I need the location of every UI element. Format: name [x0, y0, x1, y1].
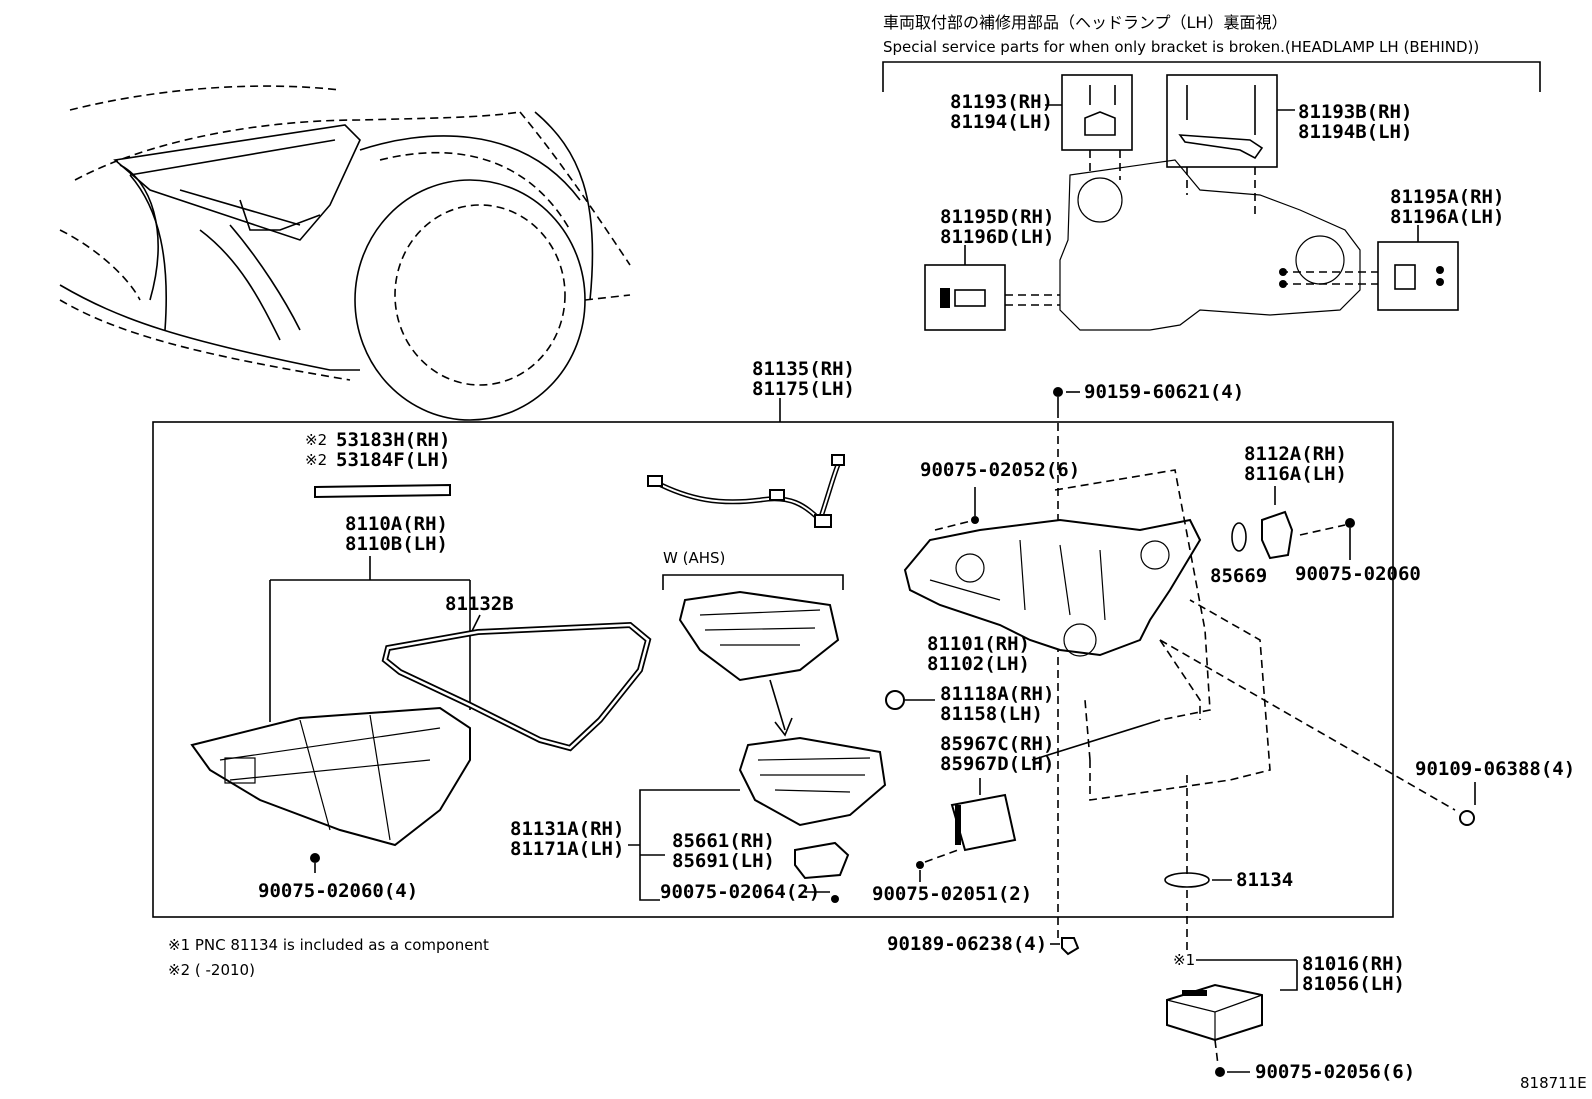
mark-2a: ※2	[305, 431, 327, 449]
section-title-jp: 車両取付部の補修用部品（ヘッドランプ（LH）裏面視）	[883, 13, 1287, 32]
label-81056: 81056(LH)	[1302, 973, 1405, 995]
label-81193b: 81193B(RH)	[1298, 101, 1412, 123]
note-2: ※2 ( -2010)	[168, 961, 255, 979]
special-parts-section: 車両取付部の補修用部品（ヘッドランプ（LH）裏面視） Special servi…	[882, 13, 1541, 331]
label-90109: 90109-06388(4)	[1415, 758, 1575, 780]
label-81195d: 81195D(RH)	[940, 206, 1054, 228]
actuator: 85661(RH) 85691(LH) 90075-02064(2)	[660, 830, 850, 903]
socket-group: 8112A(RH) 8116A(LH) 85669 90075-02060	[1210, 443, 1421, 587]
gasket: 81132B	[381, 593, 652, 752]
nut-90189: 90189-06238(4)	[887, 933, 1080, 956]
label-85967d: 85967D(LH)	[940, 753, 1054, 775]
label-85661: 85661(RH)	[672, 830, 775, 852]
seal-ring: 81134	[1164, 775, 1293, 955]
label-81016: 81016(RH)	[1302, 953, 1405, 975]
trim-strip: ※2 53183H(RH) ※2 53184F(LH)	[305, 429, 451, 499]
note-1: ※1 PNC 81134 is included as a component	[168, 936, 489, 954]
label-85967c: 85967C(RH)	[940, 733, 1054, 755]
figure-id: 818711E	[1520, 1074, 1587, 1092]
label-81102: 81102(LH)	[927, 653, 1030, 675]
wire-harness	[647, 454, 845, 528]
label-81194b: 81194B(LH)	[1298, 121, 1412, 143]
label-85669: 85669	[1210, 565, 1267, 587]
label-81134: 81134	[1236, 869, 1293, 891]
label-81175: 81175(LH)	[752, 378, 855, 400]
label-53184: 53184F(LH)	[336, 449, 450, 471]
label-w-ahs: W (AHS)	[663, 549, 725, 567]
label-85691: 85691(LH)	[672, 850, 775, 872]
label-81193: 81193(RH)	[950, 91, 1053, 113]
label-81132b: 81132B	[445, 593, 514, 615]
label-53183: 53183H(RH)	[336, 429, 450, 451]
label-81101: 81101(RH)	[927, 633, 1030, 655]
label-81196a: 81196A(LH)	[1390, 206, 1504, 228]
label-90075-02060: 90075-02060	[1295, 563, 1421, 585]
vehicle-illustration	[59, 85, 631, 421]
ballast: ※1 81016(RH) 81056(LH) 90075-02056(6)	[1166, 951, 1415, 1083]
label-81131a: 81131A(RH)	[510, 818, 624, 840]
label-90075-02056: 90075-02056(6)	[1255, 1061, 1415, 1083]
assembly-box	[152, 421, 1394, 918]
label-81135: 81135(RH)	[752, 358, 855, 380]
section-title-en: Special service parts for when only brac…	[883, 38, 1479, 56]
label-90189: 90189-06238(4)	[887, 933, 1047, 955]
bolt-90109: 90109-06388(4)	[1415, 758, 1575, 826]
label-81194: 81194(LH)	[950, 111, 1053, 133]
label-90075-02052: 90075-02052(6)	[920, 459, 1080, 481]
label-8112a: 8112A(RH)	[1244, 443, 1347, 465]
bolt-90159: 90159-60621(4)	[1053, 381, 1244, 940]
label-8116a: 8116A(LH)	[1244, 463, 1347, 485]
label-81196d: 81196D(LH)	[940, 226, 1054, 248]
lens-cover: 8110A(RH) 8110B(LH) 90075-02060(4)	[190, 513, 471, 902]
label-81158: 81158(LH)	[940, 703, 1043, 725]
headlamp-housing: 90075-02052(6) 81101(RH) 81102(LH)	[903, 459, 1456, 811]
label-90159: 90159-60621(4)	[1084, 381, 1244, 403]
cap-and-ecu: 81118A(RH) 81158(LH) 85967C(RH) 85967D(L…	[872, 683, 1161, 905]
label-8110b: 8110B(LH)	[345, 533, 448, 555]
mark-1: ※1	[1173, 951, 1195, 969]
label-8110a: 8110A(RH)	[345, 513, 448, 535]
label-81171a: 81171A(LH)	[510, 838, 624, 860]
label-81195a: 81195A(RH)	[1390, 186, 1504, 208]
label-90075-02051: 90075-02051(2)	[872, 883, 1032, 905]
label-81118a: 81118A(RH)	[940, 683, 1054, 705]
label-90075-02060-4: 90075-02060(4)	[258, 880, 418, 902]
mark-2b: ※2	[305, 451, 327, 469]
label-90075-02064: 90075-02064(2)	[660, 881, 820, 903]
reflector-group: W (AHS) 81131A(RH) 81171A(LH)	[510, 549, 887, 901]
